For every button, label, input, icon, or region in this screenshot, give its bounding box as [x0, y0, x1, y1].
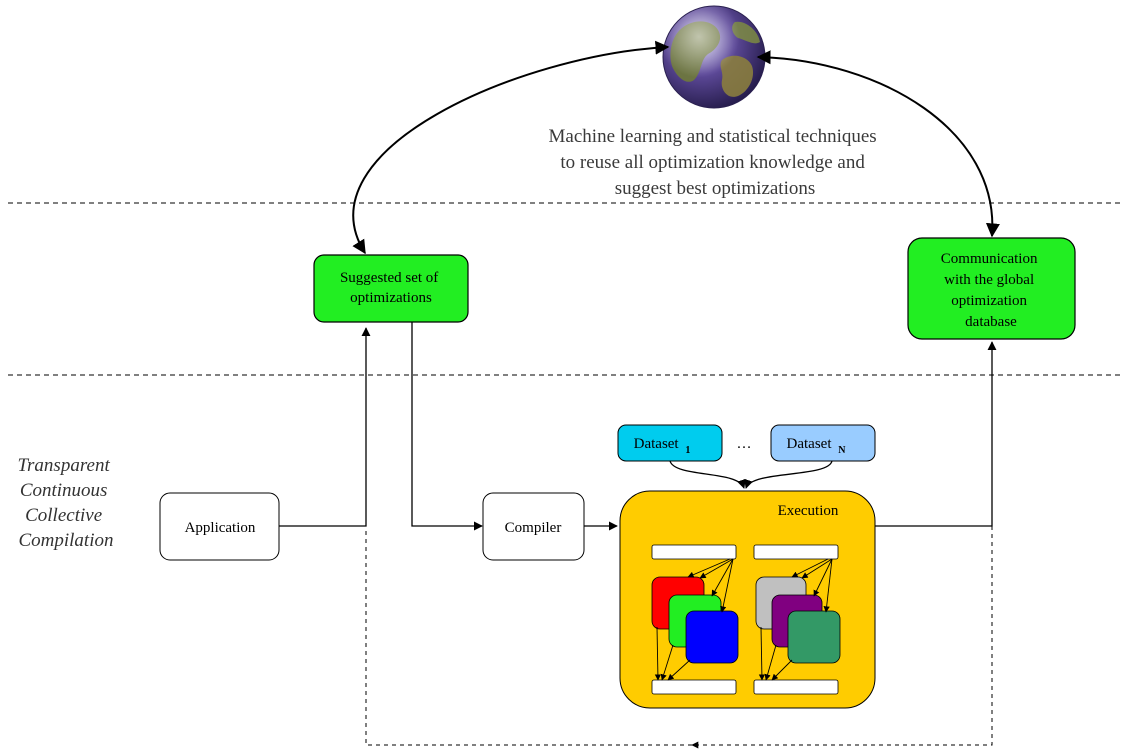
caption-line: suggest best optimizations [615, 178, 816, 199]
svg-text:Dataset N: Dataset N [787, 436, 847, 456]
arrow-dataset-n-execution [744, 460, 833, 489]
input-bar-left [651, 544, 737, 560]
arrow-dataset-1-execution [669, 460, 746, 489]
side-title-line: Continuous [20, 480, 108, 501]
caption: Machine learning and statistical techniq… [549, 126, 882, 199]
output-bar-right [753, 679, 839, 695]
execution-box[interactable]: Execution [619, 490, 876, 709]
output-bar-left [651, 679, 737, 695]
dataset-n-subscript: N [838, 445, 846, 456]
side-title: Transparent Continuous Collective Compil… [18, 455, 115, 551]
earth-globe-icon [662, 5, 766, 109]
application-box[interactable]: Application [159, 492, 280, 561]
communication-line: Communication [941, 251, 1038, 267]
communication-database-box[interactable]: Communication with the global optimizati… [907, 237, 1076, 340]
dataset-1-subscript: 1 [685, 445, 690, 456]
caption-line: to reuse all optimization knowledge and [560, 152, 865, 173]
datasets-ellipsis: … [737, 436, 752, 452]
side-title-line: Transparent [18, 455, 111, 476]
application-label: Application [185, 520, 256, 536]
arrow-globe-suggested [352, 40, 670, 255]
execution-arrows-left [654, 558, 734, 681]
tile-blue [685, 610, 739, 664]
dataset-1-box[interactable]: Dataset 1 [617, 424, 723, 462]
execution-label: Execution [778, 503, 839, 519]
caption-line: Machine learning and statistical techniq… [549, 126, 877, 147]
communication-line: optimization [951, 293, 1027, 309]
suggested-optimizations-box[interactable]: Suggested set of optimizations [313, 254, 469, 323]
arrow-globe-communication [756, 50, 1000, 238]
side-title-line: Collective [25, 505, 102, 526]
feedback-loop [365, 526, 993, 749]
compiler-box[interactable]: Compiler [482, 492, 585, 561]
dataset-n-box[interactable]: Dataset N [770, 424, 876, 462]
svg-text:Suggested set of optimiz: Suggested set of optimizations [340, 270, 442, 306]
input-bar-right [753, 544, 839, 560]
dataset-1-label: Dataset [634, 436, 680, 452]
svg-text:Communication with the g: Communication with the global optimizati… [941, 251, 1041, 330]
compiler-label: Compiler [505, 520, 562, 536]
dataset-n-label: Dataset [787, 436, 833, 452]
suggested-line: optimizations [350, 290, 432, 306]
execution-arrows-right [758, 558, 833, 681]
communication-line: with the global [944, 272, 1034, 288]
side-title-line: Compilation [18, 530, 113, 551]
tile-teal [787, 610, 841, 664]
svg-text:Dataset 1: Dataset 1 [634, 436, 691, 456]
suggested-line: Suggested set of [340, 270, 438, 286]
communication-line: database [965, 314, 1017, 330]
